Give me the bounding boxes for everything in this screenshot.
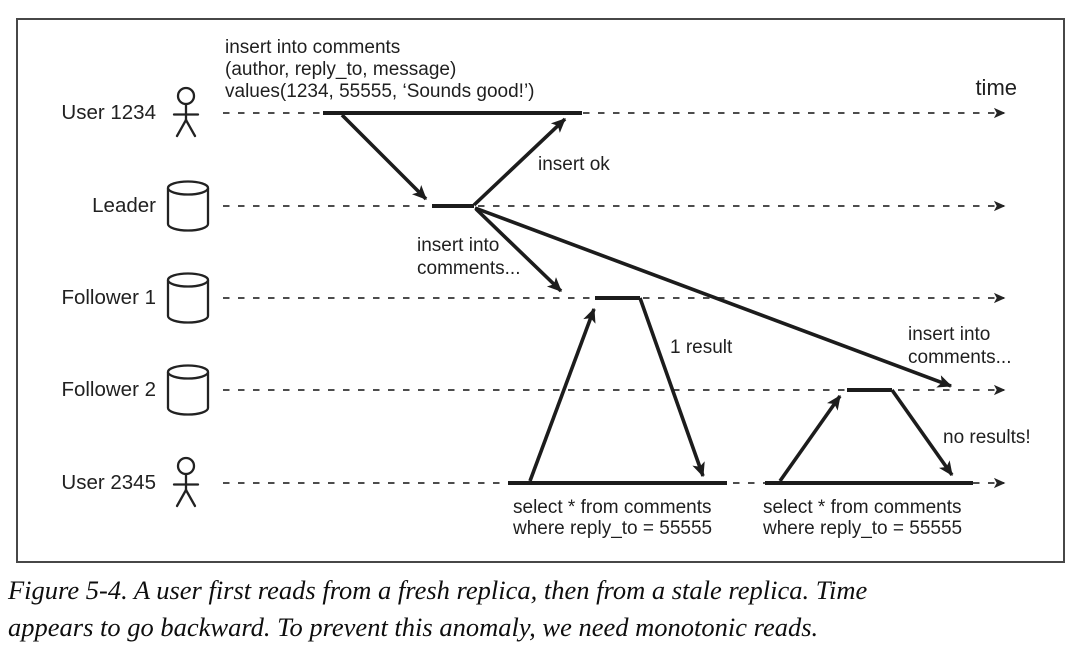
- person-icon: [172, 456, 200, 508]
- arrow-insert-to-leader: [340, 113, 428, 201]
- diagram-frame: User 1234 Leader Follower 1 Follower 2 U…: [16, 18, 1065, 563]
- annotation-no-results: no results!: [943, 427, 1031, 448]
- arrow-select-1-request: [528, 307, 596, 482]
- row-label-leader: Leader: [92, 194, 156, 217]
- arrow-select-2-response: [890, 388, 954, 477]
- row-label-user-2345: User 2345: [61, 471, 156, 494]
- figure-caption-line-1: Figure 5-4. A user first reads from a fr…: [8, 575, 868, 605]
- annotation-replicate-follower-1: insert into comments...: [417, 235, 521, 279]
- replication-timeline-diagram: [166, 86, 1006, 508]
- annotation-insert-ok: insert ok: [538, 154, 610, 175]
- annotation-1-result: 1 result: [670, 337, 733, 358]
- annotation-select-query-1: select * from comments where reply_to = …: [513, 497, 713, 539]
- annotation-insert-query: insert into comments (author, reply_to, …: [225, 37, 535, 102]
- arrow-insert-ok-to-user: [472, 117, 567, 207]
- arrow-replicate-to-follower-1: [474, 207, 563, 293]
- row-label-user-1234: User 1234: [61, 101, 156, 124]
- row-label-follower-2: Follower 2: [61, 378, 156, 401]
- annotation-select-query-2: select * from comments where reply_to = …: [763, 497, 963, 539]
- arrow-select-1-response: [638, 297, 705, 478]
- database-cylinder-icon: [166, 180, 210, 232]
- person-icon: [172, 86, 200, 138]
- arrow-select-2-request: [778, 394, 842, 483]
- database-cylinder-icon: [166, 272, 210, 324]
- database-cylinder-icon: [166, 364, 210, 416]
- figure-caption-line-2: appears to go backward. To prevent this …: [8, 612, 819, 642]
- time-axis-label: time: [975, 75, 1017, 100]
- arrow-replicate-to-follower-2: [474, 206, 953, 388]
- figure-caption: Figure 5-4. A user first reads from a fr…: [8, 572, 867, 646]
- row-label-follower-1: Follower 1: [61, 286, 156, 309]
- annotation-replicate-follower-2: insert into comments...: [908, 324, 1012, 368]
